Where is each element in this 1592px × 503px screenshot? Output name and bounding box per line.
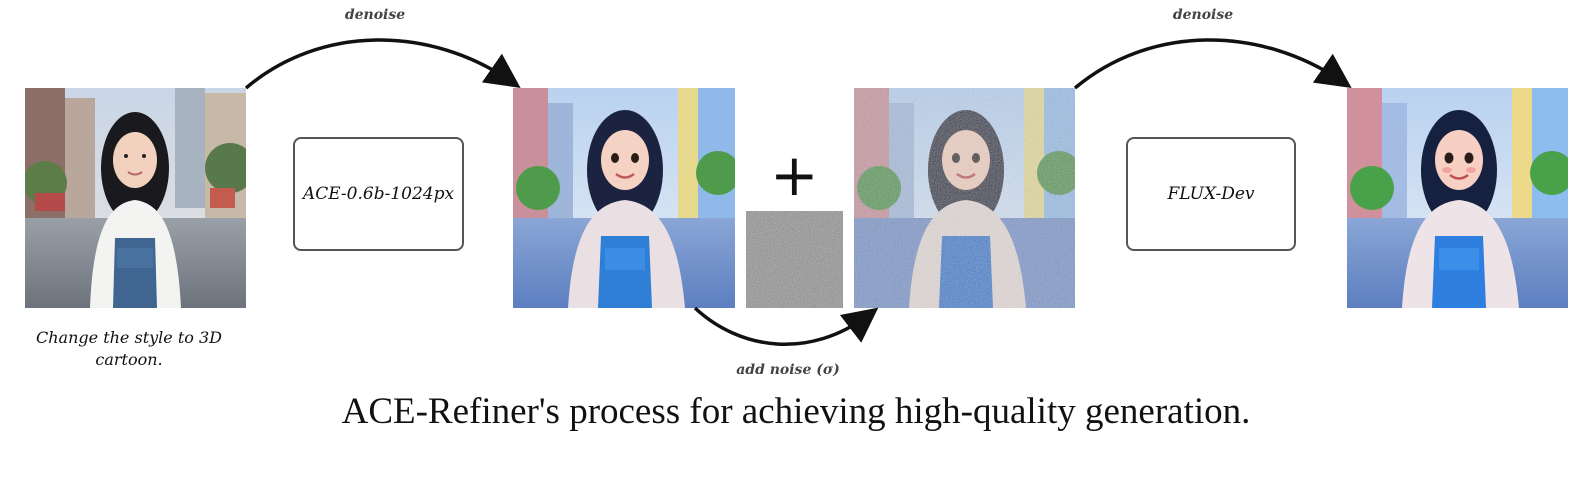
model-label-flux: FLUX-Dev bbox=[1167, 184, 1255, 204]
arrow-add-noise bbox=[693, 306, 879, 347]
label-add-noise: add noise (σ) bbox=[736, 362, 840, 378]
plus-operator: + bbox=[770, 141, 819, 209]
arrow-denoise-1 bbox=[244, 38, 521, 90]
input-photo bbox=[25, 88, 246, 308]
gaussian-noise-square bbox=[746, 211, 843, 308]
noisy-image bbox=[854, 88, 1075, 308]
ace-output-image bbox=[513, 88, 735, 308]
refined-output-image bbox=[1347, 88, 1568, 308]
figure-caption: ACE-Refiner's process for achieving high… bbox=[341, 391, 1251, 432]
arrow-denoise-2 bbox=[1073, 38, 1352, 90]
model-label-ace: ACE-0.6b-1024px bbox=[302, 184, 455, 204]
label-denoise-2: denoise bbox=[1172, 7, 1234, 23]
model-box-ace: ACE-0.6b-1024px bbox=[293, 137, 464, 251]
edit-prompt: Change the style to 3D cartoon. bbox=[36, 328, 222, 369]
model-box-flux: FLUX-Dev bbox=[1126, 137, 1296, 251]
label-denoise-1: denoise bbox=[344, 7, 406, 23]
